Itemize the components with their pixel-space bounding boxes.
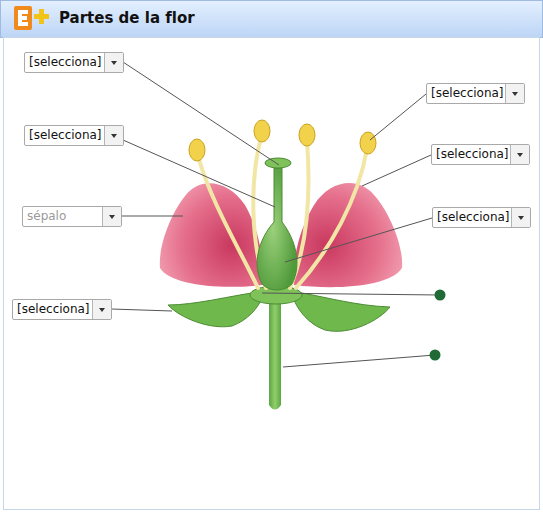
dropdown-arrow — [512, 208, 530, 227]
dropdown-text: [selecciona] — [436, 147, 509, 162]
panel — [4, 38, 540, 510]
dropdown-text: sépalo — [27, 209, 66, 224]
dropdown-box: [selecciona] — [426, 83, 525, 104]
dropdown-arrow — [105, 126, 123, 145]
dropdown-button — [92, 300, 111, 319]
pistil — [257, 168, 297, 290]
header-bar — [1, 1, 543, 38]
petal — [160, 183, 263, 287]
dropdown-text: [selecciona] — [431, 86, 504, 101]
stem — [269, 298, 281, 410]
dropdown-box: [selecciona] — [431, 144, 530, 165]
dropdown-text: [selecciona] — [437, 210, 510, 225]
sepal — [293, 292, 390, 331]
leader-lines — [111, 62, 440, 367]
logo-icon — [34, 9, 49, 24]
logo-icon — [14, 6, 32, 30]
title: Partes de la flor — [59, 9, 195, 27]
target-dot — [435, 290, 446, 301]
dropdown-arrow — [506, 84, 524, 103]
dropdown-arrow — [511, 145, 529, 164]
dropdown-text: [selecciona] — [29, 128, 102, 143]
target-dot — [430, 350, 441, 361]
anthers — [189, 120, 376, 161]
dropdown-arrow — [105, 53, 123, 72]
dropdown-button — [505, 84, 524, 103]
dropdown-box: sépalo — [22, 206, 122, 227]
dropdown-button — [510, 145, 529, 164]
dropdown-arrow — [103, 207, 121, 226]
dropdown-text: [selecciona] — [29, 55, 102, 70]
dropdown-button — [104, 126, 123, 145]
dropdown-button — [511, 208, 530, 227]
sepal — [168, 292, 262, 327]
dropdown-button — [104, 53, 123, 72]
dropdown-button — [102, 207, 121, 226]
logo-icon — [18, 10, 28, 26]
dropdown-text: [selecciona] — [17, 302, 90, 317]
dropdown-box: [selecciona] — [24, 125, 124, 146]
dropdown-arrow — [93, 300, 111, 319]
stigma — [265, 158, 291, 168]
dropdown-box: [selecciona] — [12, 299, 112, 320]
dropdown-box: [selecciona] — [24, 52, 124, 73]
dropdown-box: [selecciona] — [432, 207, 531, 228]
